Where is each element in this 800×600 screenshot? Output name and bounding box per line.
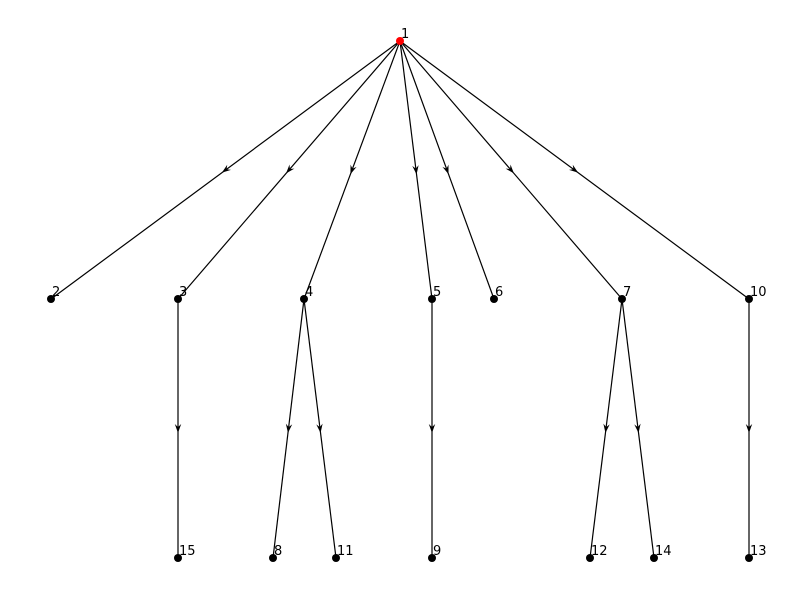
arrowhead-1-6 xyxy=(442,164,449,175)
arrowhead-7-14 xyxy=(634,423,641,433)
arrowhead-1-10 xyxy=(568,164,579,173)
arrowhead-1-4 xyxy=(350,164,357,175)
node-label-13: 13 xyxy=(750,544,767,559)
node-3 xyxy=(174,295,182,303)
node-label-2: 2 xyxy=(52,285,60,300)
node-label-9: 9 xyxy=(433,544,441,559)
arrowhead-10-13 xyxy=(745,424,753,433)
arrowhead-4-11 xyxy=(316,423,323,433)
arrowhead-5-9 xyxy=(428,424,436,433)
nodes-layer xyxy=(47,37,753,562)
node-11 xyxy=(332,554,340,562)
arrowhead-1-5 xyxy=(412,165,419,175)
node-label-4: 4 xyxy=(305,285,313,300)
node-label-8: 8 xyxy=(274,544,282,559)
node-label-14: 14 xyxy=(655,544,672,559)
node-label-10: 10 xyxy=(750,285,767,300)
edges-layer xyxy=(50,40,753,559)
node-label-5: 5 xyxy=(433,285,441,300)
arrowhead-1-7 xyxy=(505,164,514,174)
arrowhead-1-2 xyxy=(221,164,232,173)
node-label-15: 15 xyxy=(179,544,196,559)
node-label-3: 3 xyxy=(179,285,187,300)
node-7 xyxy=(618,295,626,303)
node-10 xyxy=(745,295,753,303)
node-9 xyxy=(428,554,436,562)
arrowhead-3-15 xyxy=(174,424,182,433)
node-6 xyxy=(490,295,498,303)
node-2 xyxy=(47,295,55,303)
arrowhead-1-3 xyxy=(286,164,295,174)
arrowhead-4-8 xyxy=(285,423,293,433)
node-label-12: 12 xyxy=(591,544,608,559)
node-label-6: 6 xyxy=(495,285,503,300)
node-4 xyxy=(300,295,308,303)
node-14 xyxy=(650,554,658,562)
node-label-1: 1 xyxy=(401,27,409,42)
node-12 xyxy=(586,554,594,562)
node-label-7: 7 xyxy=(623,285,631,300)
node-5 xyxy=(428,295,436,303)
node-15 xyxy=(174,554,182,562)
node-8 xyxy=(269,554,277,562)
node-13 xyxy=(745,554,753,562)
node-label-11: 11 xyxy=(337,544,354,559)
arrowhead-7-12 xyxy=(603,423,610,433)
root-node xyxy=(396,37,404,45)
